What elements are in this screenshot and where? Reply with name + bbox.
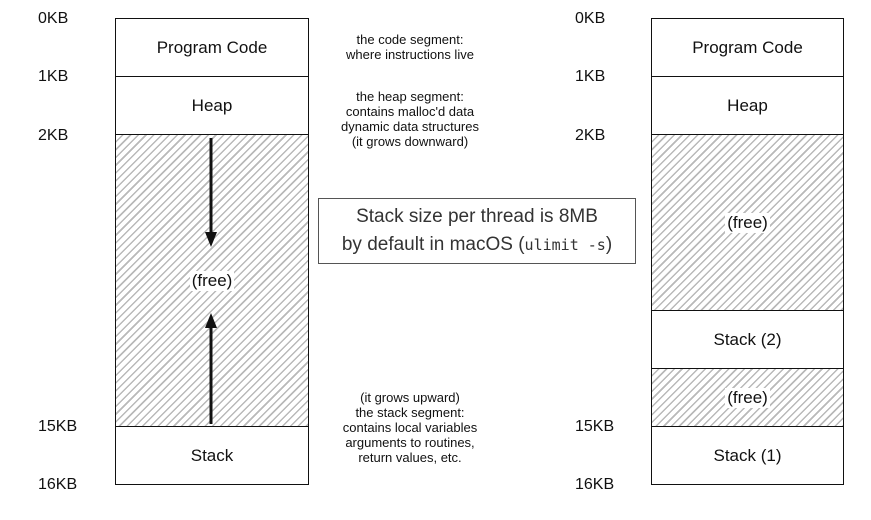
stack-segment: Stack	[115, 426, 309, 485]
stack-segment-note: (it grows upward) the stack segment: con…	[310, 390, 510, 465]
free-region-upper: (free)	[651, 134, 844, 311]
program-code-segment: Program Code	[651, 18, 844, 77]
code-segment-note: the code segment: where instructions liv…	[310, 32, 510, 62]
stack-size-callout: Stack size per thread is 8MB by default …	[318, 198, 636, 264]
stack-note-line: contains local variables	[342, 420, 478, 435]
heap-note-line: (it grows downward)	[351, 134, 469, 149]
stack-1-label: Stack (1)	[713, 445, 782, 465]
stack-label: Stack	[190, 445, 234, 465]
address-label-1kb: 1KB	[38, 68, 69, 85]
heap-note-line: dynamic data structures	[340, 119, 479, 134]
address-label-15kb: 15KB	[38, 418, 78, 435]
free-label: (free)	[189, 270, 235, 291]
stack-note-line: the stack segment:	[355, 405, 465, 420]
code-note-line: where instructions live	[346, 47, 474, 62]
stack-2-label: Stack (2)	[713, 329, 782, 349]
stack-note-line: return values, etc.	[358, 450, 462, 465]
heap-note-line: the heap segment:	[356, 89, 464, 104]
thread-1-stack-segment: Stack (1)	[651, 426, 844, 485]
callout-prefix: by default in macOS (	[341, 234, 525, 255]
heap-segment-note: the heap segment: contains malloc'd data…	[310, 89, 510, 149]
free-label: (free)	[725, 212, 770, 233]
program-code-segment: Program Code	[115, 18, 309, 77]
callout-suffix: )	[605, 234, 613, 255]
address-label-2kb: 2KB	[575, 127, 606, 144]
callout-line-2: by default in macOS (ulimit -s)	[319, 231, 635, 259]
heap-label: Heap	[727, 95, 768, 115]
stack-note-line: arguments to routines,	[345, 435, 475, 450]
thread-2-stack-segment: Stack (2)	[651, 310, 844, 369]
address-label-15kb: 15KB	[575, 418, 615, 435]
address-label-2kb: 2KB	[38, 127, 69, 144]
address-label-0kb: 0KB	[38, 10, 69, 27]
free-label: (free)	[725, 387, 770, 408]
stack-grows-up-arrow	[205, 313, 217, 424]
ulimit-command: ulimit -s	[524, 236, 606, 254]
program-code-label: Program Code	[692, 37, 803, 57]
callout-line-1: Stack size per thread is 8MB	[356, 206, 598, 227]
heap-segment: Heap	[651, 76, 844, 135]
free-region-lower: (free)	[651, 368, 844, 427]
address-label-16kb: 16KB	[575, 476, 615, 493]
address-label-16kb: 16KB	[38, 476, 78, 493]
code-note-line: the code segment:	[356, 32, 464, 47]
heap-note-line: contains malloc'd data	[345, 104, 475, 119]
heap-label: Heap	[191, 95, 233, 115]
program-code-label: Program Code	[156, 37, 268, 57]
address-label-1kb: 1KB	[575, 68, 606, 85]
address-label-0kb: 0KB	[575, 10, 606, 27]
stack-note-line: (it grows upward)	[360, 390, 460, 405]
heap-grows-down-arrow	[205, 138, 217, 247]
